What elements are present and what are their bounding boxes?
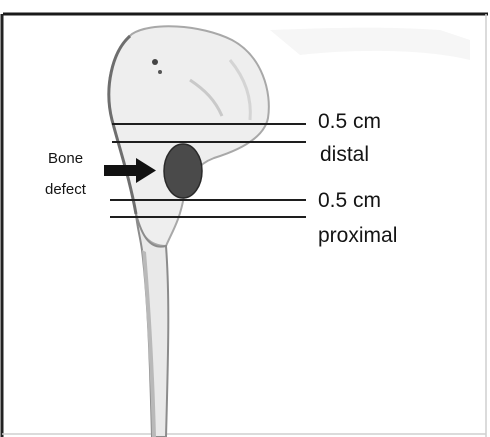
proximal-measure-label: 0.5 cm xyxy=(318,189,381,212)
proximal-label: proximal xyxy=(318,224,397,247)
bone-mark xyxy=(152,59,158,65)
bone-defect-oval xyxy=(164,144,202,198)
callout-label-line2: defect xyxy=(45,181,87,198)
callout-label-line1: Bone xyxy=(48,150,83,167)
distal-measure-label: 0.5 cm xyxy=(318,110,381,133)
distal-label: distal xyxy=(320,143,369,166)
bone-mark xyxy=(158,70,162,74)
